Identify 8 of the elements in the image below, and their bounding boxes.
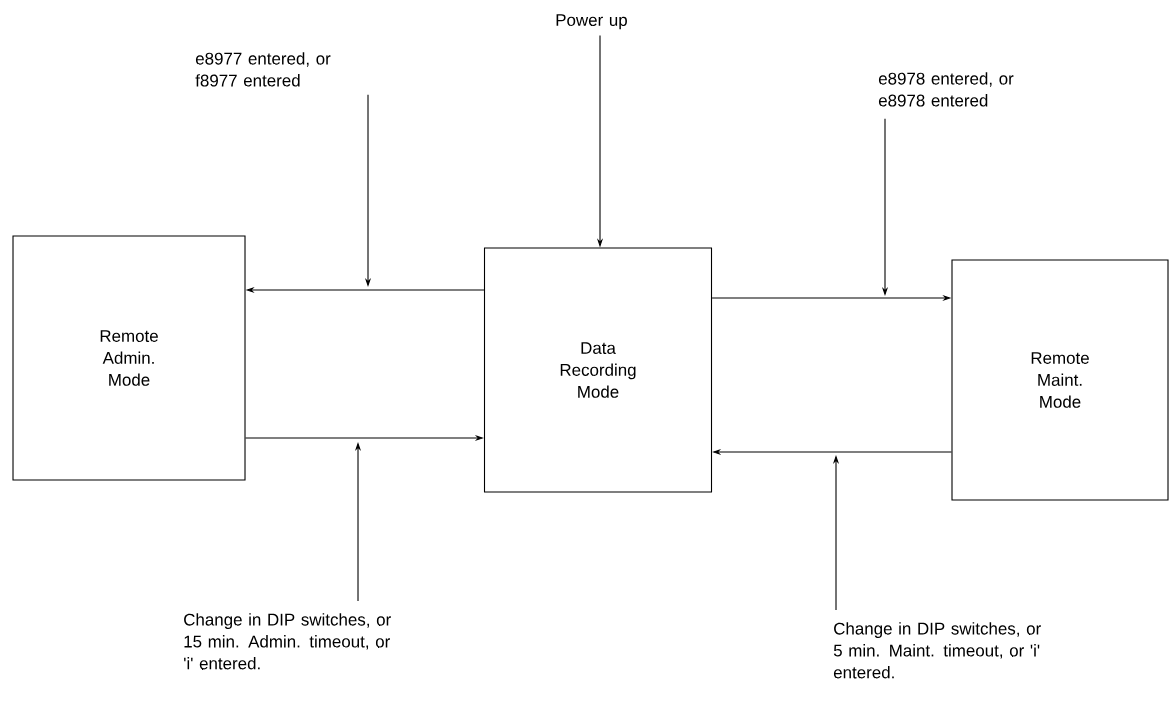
event-label: e8978 entered, or e8978 entered (878, 72, 1014, 107)
mode-box: Data Recording Mode (483, 247, 713, 493)
mode-box: Remote Maint. Mode (951, 259, 1169, 501)
event-label: Power up (556, 14, 627, 30)
mode-box: Remote Admin. Mode (12, 235, 246, 481)
event-label: Change in DIP switches, or 5 min. Maint. timeout, or 'i' entered. (833, 622, 1041, 679)
event-label: Change in DIP switches, or 15 min. Admin. timeout, or 'i' entered. (184, 613, 391, 670)
event-label: e8977 entered, or f8977 entered (195, 52, 331, 87)
